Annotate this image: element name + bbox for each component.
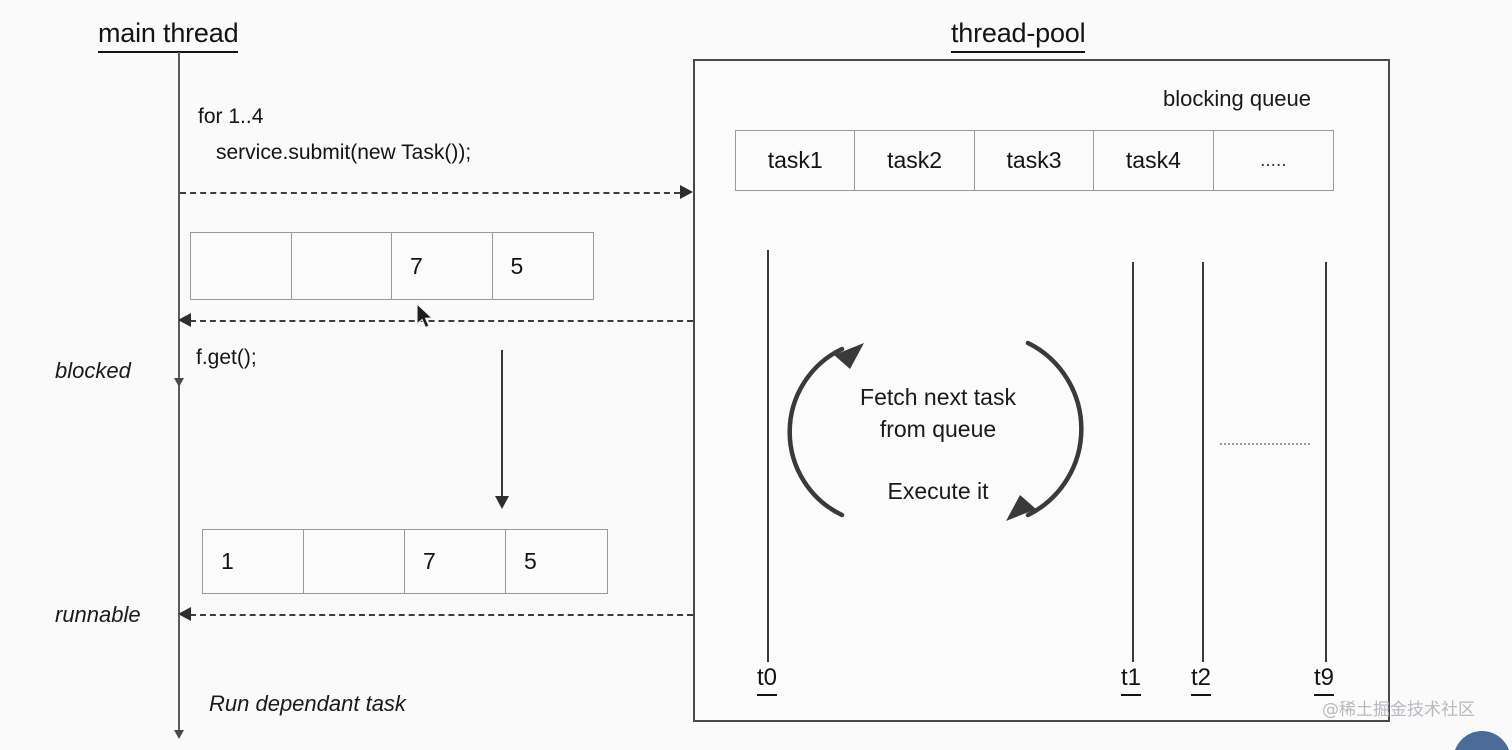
main-thread-lifeline-blocked <box>178 386 180 614</box>
blocking-queue-table: task1 task2 task3 task4 ..... <box>735 130 1334 191</box>
state-label-runnable: runnable <box>55 602 141 627</box>
submit-dashed-line <box>180 192 680 194</box>
loop-arc-left <box>787 346 845 518</box>
result-array-before: 7 5 <box>190 232 594 300</box>
main-thread-lifeline-mid <box>178 190 180 386</box>
code-line-for: for 1..4 <box>198 105 264 128</box>
loop-text-fetch: Fetch next task from queue <box>860 384 1016 442</box>
thread-tick-t1: t1 <box>1121 664 1142 696</box>
thread-tick-t2: t2 <box>1191 664 1212 696</box>
queue-cell: task4 <box>1094 131 1214 190</box>
task-result-arrowhead <box>495 496 509 509</box>
worker-lifeline-t1 <box>1132 262 1134 662</box>
thread-pool-title-text: thread-pool <box>951 18 1086 53</box>
blocking-queue-caption: blocking queue <box>1163 86 1312 111</box>
array-cell <box>191 233 292 299</box>
thread-tick-t9: t9 <box>1314 664 1335 696</box>
return-dashed-line-1 <box>190 320 693 322</box>
main-thread-title-text: main thread <box>98 18 239 53</box>
blocked-arrowhead <box>174 378 184 387</box>
thread-pool-title: thread-pool <box>951 18 1086 53</box>
return-arrowhead-1 <box>178 313 191 327</box>
code-line-submit: service.submit(new Task()); <box>216 141 472 164</box>
final-action-label: Run dependant task <box>209 691 406 716</box>
code-line-get: f.get(); <box>196 346 257 369</box>
main-thread-lifeline-top <box>178 52 180 190</box>
result-array-after: 1 7 5 <box>202 529 608 594</box>
queue-cell-ellipsis: ..... <box>1260 149 1287 171</box>
cursor-arrow-icon <box>416 303 434 329</box>
loop-arrowhead-top <box>834 343 864 369</box>
array-cell: 5 <box>510 252 524 279</box>
loop-arc-right <box>1025 340 1084 518</box>
submit-arrowhead <box>680 185 693 199</box>
worker-lifeline-t2 <box>1202 262 1204 662</box>
array-cell: 7 <box>405 530 506 593</box>
queue-cell: task1 <box>736 131 856 190</box>
thread-tick-t0: t0 <box>757 664 778 696</box>
watermark-blob <box>1453 731 1511 750</box>
main-thread-title: main thread <box>98 18 239 53</box>
array-cell: 7 <box>392 233 493 299</box>
loop-text-execute: Execute it <box>887 478 989 504</box>
worker-lifeline-t0 <box>767 250 769 662</box>
state-label-blocked: blocked <box>55 358 131 383</box>
queue-cell: task3 <box>975 131 1095 190</box>
runnable-arrowhead <box>174 730 184 739</box>
watermark-text: @稀土掘金技术社区 <box>1322 700 1475 720</box>
worker-loop-arrows <box>787 340 1084 521</box>
main-thread-lifeline-runnable <box>178 614 180 736</box>
return-dashed-line-2 <box>190 614 693 616</box>
array-cell: 1 <box>203 530 304 593</box>
queue-cell: task2 <box>855 131 975 190</box>
threads-ellipsis-dotted-line <box>1220 443 1310 445</box>
worker-lifeline-t9 <box>1325 262 1327 662</box>
loop-arrowhead-bottom <box>1006 495 1036 521</box>
mouse-cursor <box>416 303 436 331</box>
return-arrowhead-2 <box>178 607 191 621</box>
array-cell <box>292 233 392 299</box>
task-result-line <box>501 350 503 500</box>
array-cell: 5 <box>524 548 537 574</box>
array-cell <box>304 530 405 593</box>
